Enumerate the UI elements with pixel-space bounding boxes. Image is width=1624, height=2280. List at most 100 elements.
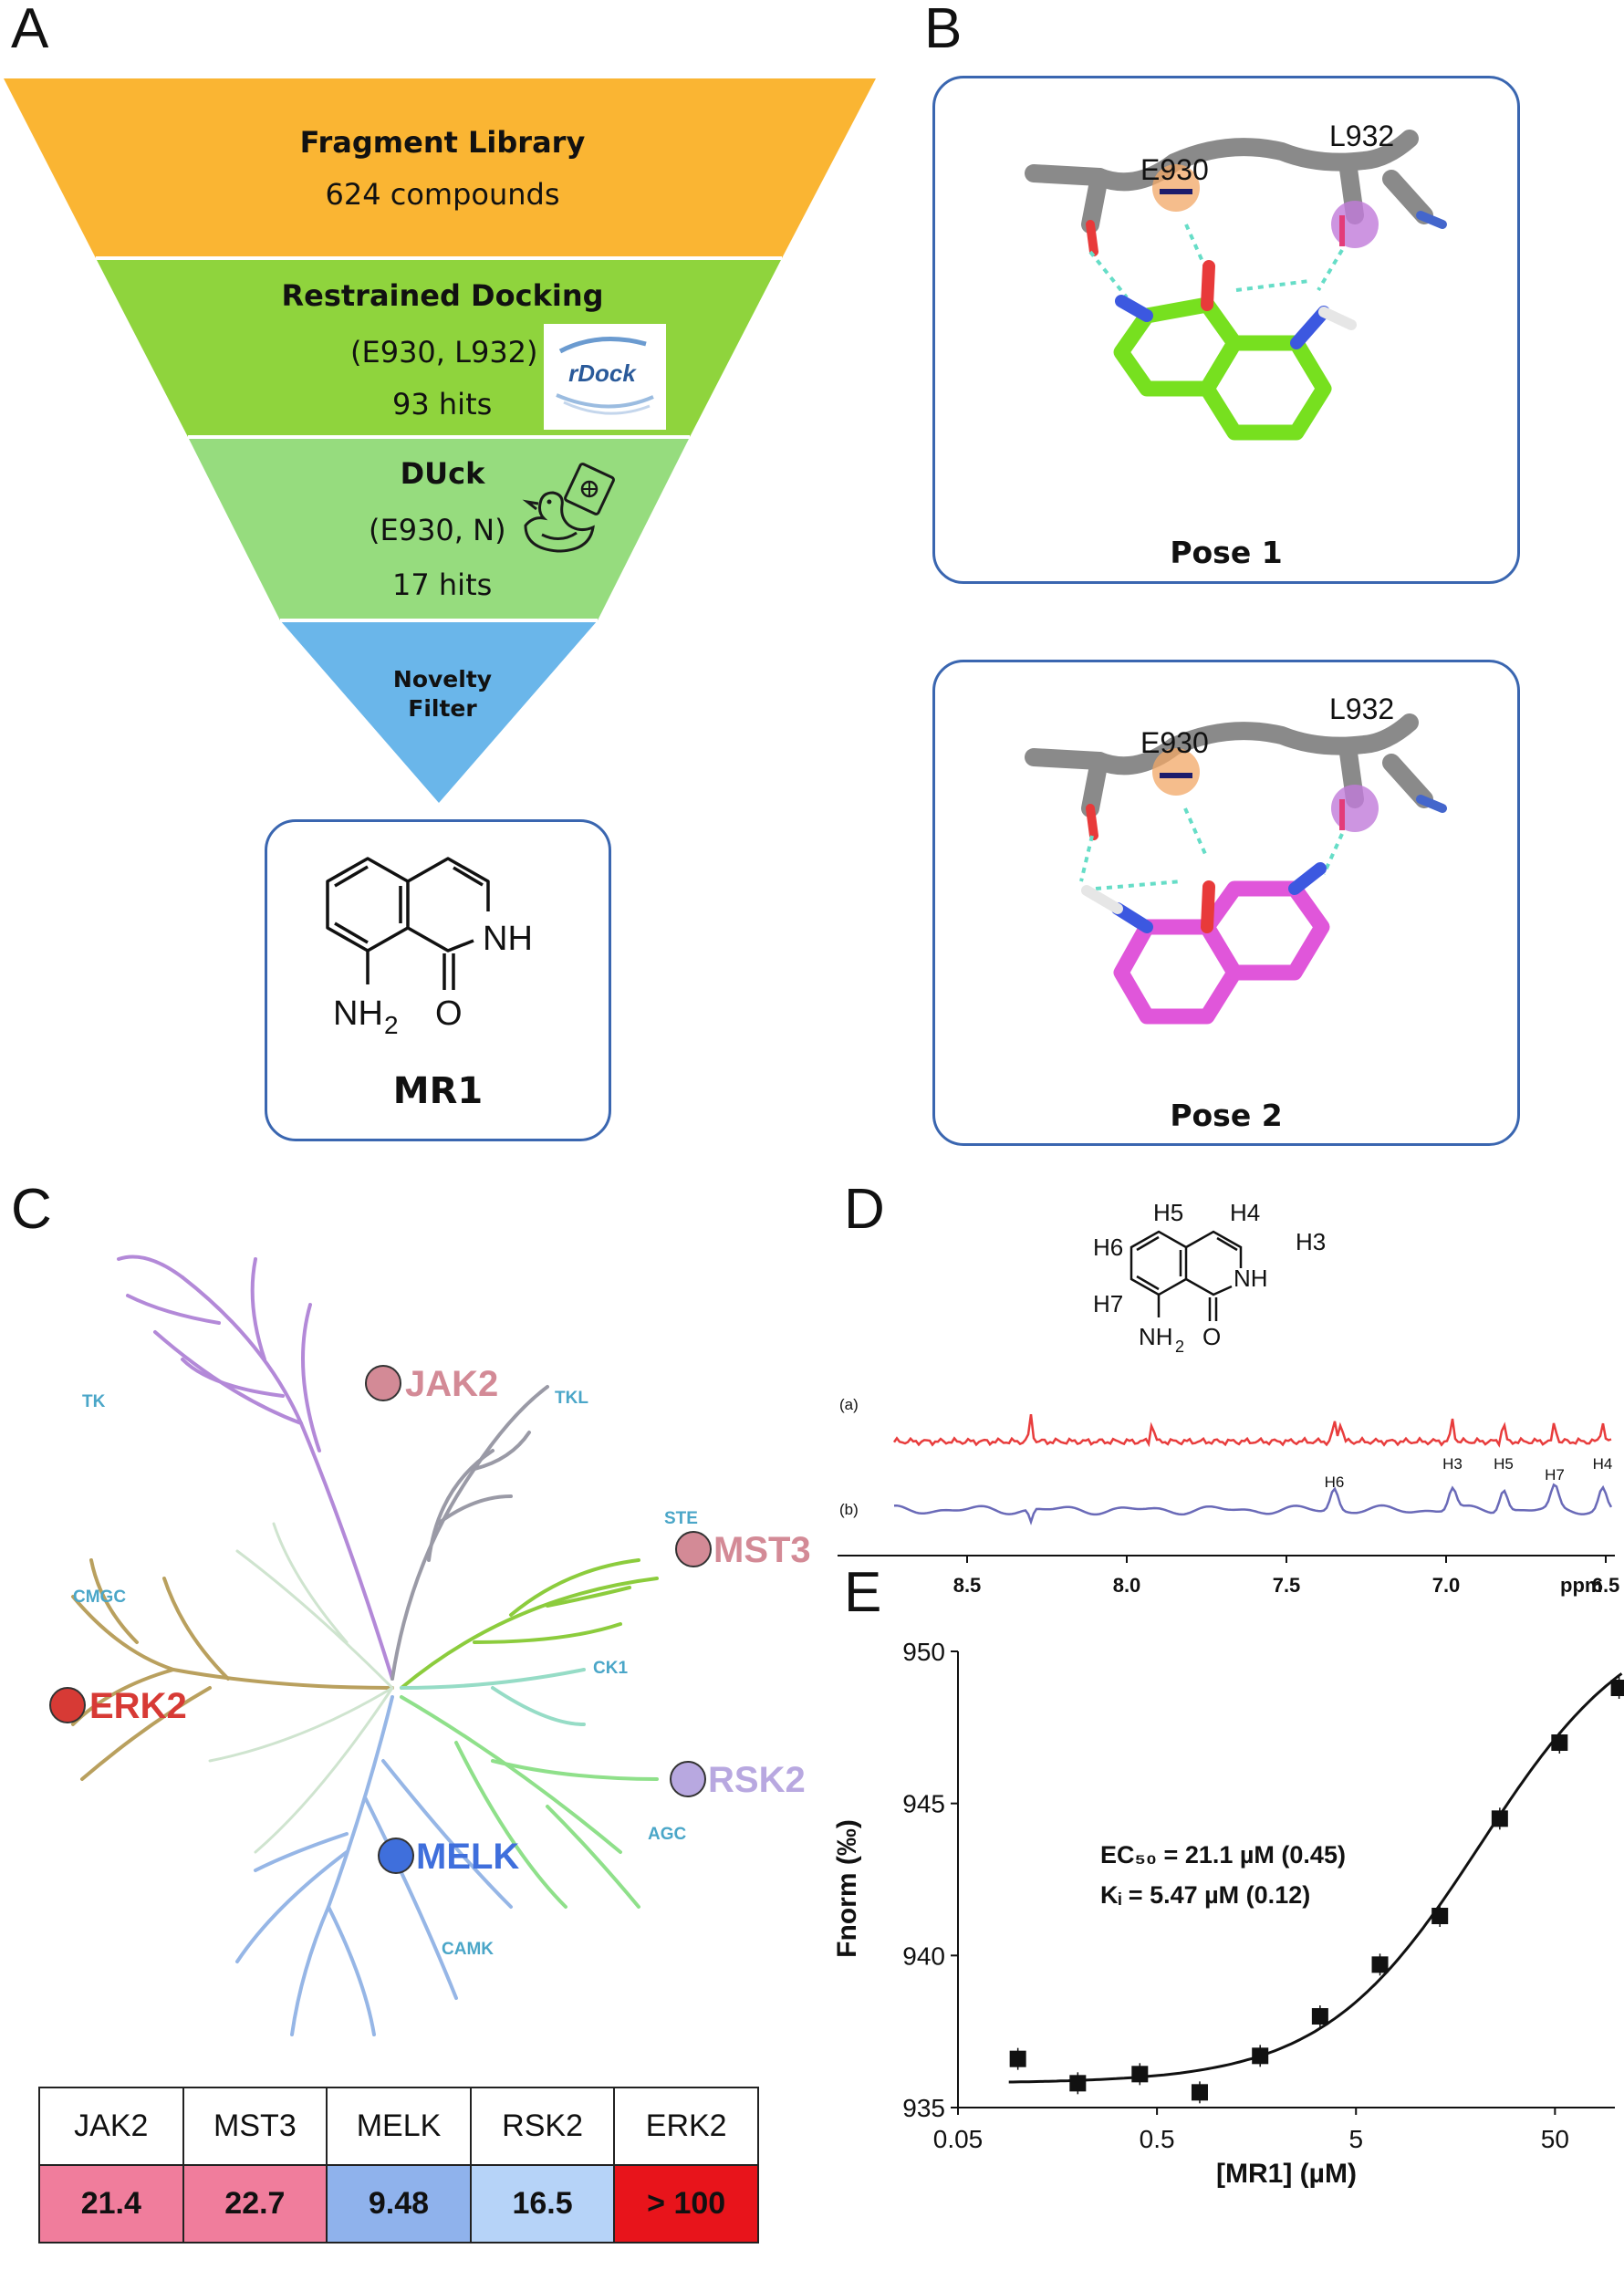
pose-1-residue-e930: E930 bbox=[1140, 153, 1209, 186]
nmr-peak-label: H3 bbox=[1442, 1455, 1463, 1473]
kinase-label-jak2: JAK2 bbox=[405, 1364, 498, 1404]
data-point bbox=[1371, 1956, 1389, 1973]
nmr-peak-label: H6 bbox=[1325, 1473, 1345, 1491]
panel-label-d: D bbox=[844, 1178, 885, 1241]
y-tick-label: 940 bbox=[902, 1942, 945, 1970]
data-point bbox=[1491, 1810, 1508, 1827]
table-value-cell: 9.48 bbox=[326, 2164, 472, 2244]
table-value-cell: 21.4 bbox=[38, 2164, 184, 2244]
nmr-atom-nh: NH bbox=[1234, 1265, 1268, 1292]
selectivity-table: JAK2 MST3 MELK RSK2 ERK2 21.4 22.7 9.48 … bbox=[38, 2087, 759, 2244]
nmr-peak-label: H5 bbox=[1494, 1455, 1514, 1473]
selectivity-header-row: JAK2 MST3 MELK RSK2 ERK2 bbox=[38, 2087, 759, 2166]
nmr-tick-label: 7.5 bbox=[1273, 1574, 1301, 1597]
x-axis-label: [MR1] (µM) bbox=[1216, 2159, 1357, 2189]
kinome-branch-other bbox=[208, 1522, 394, 1854]
ki-annotation: Kᵢ = 5.47 µM (0.12) bbox=[1100, 1881, 1310, 1909]
novelty-filter-line1: Novelty bbox=[392, 666, 493, 692]
kinome-group-camk: CAMK bbox=[442, 1940, 494, 1959]
table-value-cell: 16.5 bbox=[469, 2164, 616, 2244]
data-point bbox=[1610, 1680, 1624, 1696]
data-point bbox=[1551, 1734, 1568, 1751]
kinome-branch-ck1 bbox=[400, 1668, 586, 1726]
data-point bbox=[1311, 2008, 1328, 2025]
pose-1-residue-l932: L932 bbox=[1329, 120, 1395, 152]
kinome-branch-tkl bbox=[390, 1385, 549, 1681]
data-point bbox=[1252, 2047, 1269, 2065]
funnel-tier-duck bbox=[188, 437, 690, 620]
data-point bbox=[1009, 2050, 1026, 2067]
kinome-group-tkl: TKL bbox=[555, 1389, 588, 1408]
y-axis-label: Fnorm (‰) bbox=[832, 1819, 862, 1958]
pose-1-caption: Pose 1 bbox=[1170, 535, 1283, 570]
funnel-tier-fragment-library bbox=[4, 78, 876, 258]
mr1-nh2-subscript: 2 bbox=[384, 1011, 399, 1039]
nmr-atom-h4: H4 bbox=[1230, 1199, 1260, 1226]
table-value-cell: > 100 bbox=[613, 2164, 759, 2244]
nmr-axis-unit: ppm bbox=[1560, 1574, 1602, 1597]
nmr-atom-nh2: NH bbox=[1139, 1323, 1173, 1350]
funnel-tier-novelty-filter bbox=[280, 620, 598, 803]
kinase-label-melk: MELK bbox=[416, 1837, 519, 1877]
kinome-group-ste: STE bbox=[664, 1509, 698, 1528]
kinome-branch-ste bbox=[400, 1558, 659, 1690]
nmr-tick-label: 8.0 bbox=[1113, 1574, 1141, 1597]
restrained-docking-title: Restrained Docking bbox=[281, 278, 604, 313]
pose-2-residue-e930: E930 bbox=[1140, 726, 1209, 759]
x-tick-label: 50 bbox=[1541, 2125, 1569, 2153]
pose-1-box: E930 L932 Pose 1 bbox=[932, 76, 1520, 584]
table-header-cell: MST3 bbox=[182, 2087, 328, 2166]
y-tick-label: 935 bbox=[902, 2094, 945, 2122]
pose-2-residue-l932: L932 bbox=[1329, 692, 1395, 725]
mr1-nh-label: NH bbox=[483, 920, 533, 958]
kinase-label-mst3: MST3 bbox=[713, 1530, 811, 1570]
nmr-trace-b-label: (b) bbox=[839, 1501, 859, 1518]
mr1-nh2-label: NH bbox=[333, 994, 383, 1033]
fit-curve bbox=[1008, 1672, 1623, 2084]
nmr-tick-label: 8.5 bbox=[953, 1574, 982, 1597]
pose-2-box: E930 L932 Pose 2 bbox=[932, 660, 1520, 1146]
kinome-group-ck1: CK1 bbox=[593, 1659, 628, 1678]
nmr-atom-nh2-subscript: 2 bbox=[1175, 1338, 1184, 1356]
nmr-tick-label: 7.0 bbox=[1432, 1574, 1461, 1597]
mr1-structure: NH NH 2 O bbox=[326, 857, 533, 1039]
pose-2-caption: Pose 2 bbox=[1170, 1098, 1283, 1133]
restrained-docking-residues: (E930, L932) bbox=[350, 335, 538, 370]
kinase-dot-melk bbox=[378, 1838, 414, 1874]
rdock-logo: rDock bbox=[544, 324, 666, 430]
data-point bbox=[1131, 2066, 1149, 2083]
mr1-structure-box: NH NH 2 O MR1 bbox=[265, 819, 611, 1141]
kinome-branch-camk bbox=[235, 1695, 513, 2036]
restrained-docking-hits: 93 hits bbox=[392, 387, 493, 422]
panel-label-c: C bbox=[11, 1178, 52, 1241]
table-header-cell: JAK2 bbox=[38, 2087, 184, 2166]
panel-label-b: B bbox=[924, 0, 963, 60]
table-header-cell: ERK2 bbox=[613, 2087, 759, 2166]
nmr-atom-h5: H5 bbox=[1153, 1199, 1183, 1226]
nmr-trace-b bbox=[894, 1483, 1613, 1525]
pose-1-image bbox=[1025, 130, 1447, 441]
nmr-peak-label: H4 bbox=[1593, 1455, 1613, 1473]
nmr-tick-label: 6.5 bbox=[1592, 1574, 1620, 1597]
kinome-group-tk: TK bbox=[82, 1392, 106, 1411]
kinase-dot-jak2 bbox=[365, 1365, 401, 1401]
kinome-group-agc: AGC bbox=[648, 1825, 687, 1844]
data-point bbox=[1191, 2084, 1208, 2101]
duck-title: DUck bbox=[400, 456, 485, 491]
kinase-label-rsk2: RSK2 bbox=[708, 1760, 806, 1800]
table-value-cell: 22.7 bbox=[182, 2164, 328, 2244]
selectivity-value-row: 21.4 22.7 9.48 16.5 > 100 bbox=[38, 2164, 759, 2244]
data-point bbox=[1069, 2075, 1087, 2092]
nmr-trace-a-label: (a) bbox=[839, 1396, 859, 1413]
table-header-cell: MELK bbox=[326, 2087, 472, 2166]
mr1-o-label: O bbox=[435, 994, 463, 1033]
nmr-atom-o: O bbox=[1202, 1323, 1221, 1350]
nmr-trace-a bbox=[892, 1414, 1612, 1448]
fragment-library-title: Fragment Library bbox=[299, 125, 586, 160]
pose-2-ligand bbox=[1113, 880, 1330, 1025]
data-point bbox=[1431, 1908, 1449, 1924]
x-tick-label: 0.5 bbox=[1140, 2125, 1175, 2153]
ec50-annotation: EC₅₀ = 21.1 µM (0.45) bbox=[1100, 1841, 1346, 1869]
